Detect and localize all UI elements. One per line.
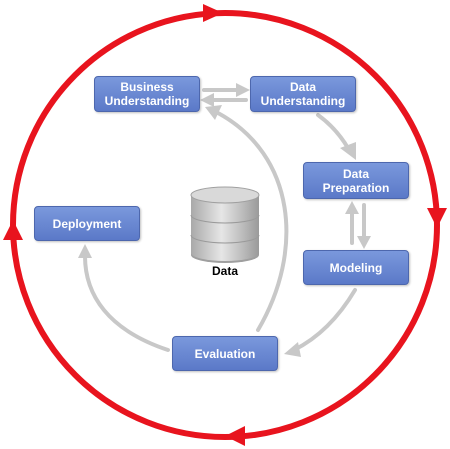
outer-cycle-arrowhead-top (203, 4, 223, 22)
phase-deployment: Deployment (34, 206, 140, 241)
arrowhead-du-to-bu (200, 93, 214, 107)
arrowhead-dp-to-modeling (357, 236, 371, 249)
arrowhead-evaluation-to-deployment (78, 244, 92, 258)
outer-cycle-arrowhead-bottom (225, 426, 245, 446)
phase-modeling: Modeling (303, 250, 409, 285)
outer-cycle-arrowhead-right (427, 208, 447, 228)
arrowhead-bu-to-du (236, 83, 250, 97)
data-label: Data (211, 264, 238, 278)
arrow-evaluation-to-bu (216, 111, 289, 332)
arrowhead-du-to-dp (340, 142, 356, 160)
phase-business-understanding-line1: Business (120, 80, 174, 94)
phase-modeling-label: Modeling (329, 260, 383, 275)
arrowhead-modeling-to-dp (345, 201, 359, 214)
phase-data-understanding-line1: Data (289, 80, 316, 94)
arrow-modeling-to-evaluation (292, 288, 357, 352)
phase-evaluation: Evaluation (172, 336, 278, 371)
arrowhead-evaluation-to-bu (205, 105, 222, 120)
phase-business-understanding-line2: Understanding (104, 94, 190, 108)
phase-data-preparation: Data Preparation (303, 162, 409, 199)
outer-cycle-arrowhead-left (3, 220, 23, 240)
arrow-du-to-dp (316, 113, 350, 150)
arrow-evaluation-to-deployment (83, 254, 170, 352)
phase-evaluation-label: Evaluation (194, 346, 256, 361)
phase-business-understanding: Business Understanding (94, 76, 200, 112)
phase-data-preparation-line2: Preparation (322, 180, 390, 195)
database-icon (190, 186, 260, 263)
phase-data-understanding-line2: Understanding (260, 94, 346, 108)
phase-data-understanding: Data Understanding (250, 76, 356, 112)
phase-deployment-label: Deployment (52, 216, 122, 231)
arrowhead-modeling-to-evaluation (284, 342, 301, 357)
phase-data-preparation-line1: Data (342, 166, 369, 181)
